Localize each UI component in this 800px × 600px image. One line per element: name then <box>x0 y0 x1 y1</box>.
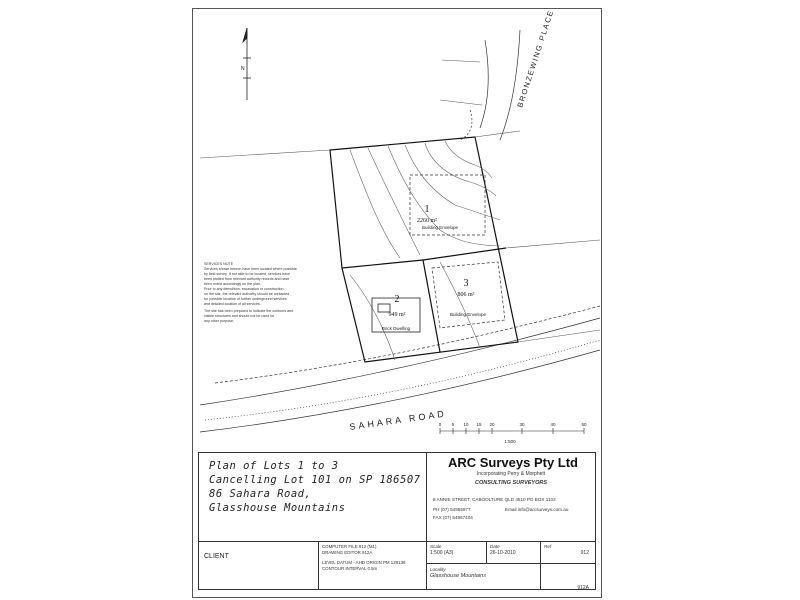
ref-value: 912 <box>580 550 589 556</box>
services-note-line: Services shown hereon have been located … <box>204 267 297 271</box>
envelope-label-lot-1: Building Envelope <box>422 225 459 230</box>
lot-2-area: 949 m² <box>389 312 406 318</box>
drawing-info-cell: COMPUTER FILE 912 (M1) DRAWING EDITOR 91… <box>319 542 427 589</box>
plan-description: Plan of Lots 1 to 3 Cancelling Lot 101 o… <box>199 453 427 541</box>
services-note: SERVICES NOTE Services shown hereon have… <box>204 262 297 323</box>
scale-bar-labels: 0 5 10 15 20 30 40 50 1:500 <box>439 422 587 444</box>
date-value: 26-10-2010 <box>490 550 516 556</box>
title-block-bottom: CLIENT COMPUTER FILE 912 (M1) DRAWING ED… <box>199 541 595 591</box>
services-note-line: by field survey. If not able to be locat… <box>204 272 290 276</box>
scale-tick: 0 <box>439 422 442 427</box>
ref-cell: Ref 912 <box>541 542 595 564</box>
scale-tick: 10 <box>463 422 469 427</box>
plan-sheet <box>192 8 602 598</box>
plan-number: 912A <box>577 585 589 591</box>
scale-tick: 50 <box>581 422 587 427</box>
building-labels: Brick Dwelling Building Envelope Buildin… <box>382 225 487 331</box>
client-label: CLIENT <box>204 553 229 560</box>
firm-role: CONSULTING SURVEYORS <box>474 480 547 486</box>
contour-lines <box>349 140 501 361</box>
scale-tick: 5 <box>452 422 455 427</box>
services-note-line: Prior to any demolition, excavation or c… <box>204 287 284 291</box>
locality-label: Locality <box>430 567 446 572</box>
neighbour-boundaries <box>199 59 601 343</box>
computer-file: COMPUTER FILE 912 (M1) <box>322 544 377 549</box>
services-note-line: been plotted from relevant authority rec… <box>204 277 289 281</box>
services-note-line: visible structures and should not be use… <box>204 314 275 318</box>
lot-1-number: 1 <box>425 204 430 215</box>
place-edges <box>459 29 521 141</box>
svg-text:N: N <box>241 66 245 72</box>
firm-block: ARC Surveys Pty Ltd Incorporating Perry … <box>427 453 595 541</box>
date-label: Date <box>490 544 500 549</box>
lot-boundaries <box>329 136 519 363</box>
scale-tick: 30 <box>519 422 525 427</box>
scale-cell: Scale 1:500 (A3) <box>427 542 487 564</box>
plan-title-line: Glasshouse Mountains <box>209 502 346 514</box>
plan-title-line: 86 Sahara Road, <box>209 488 312 500</box>
road-edges <box>199 305 601 433</box>
scale-bar <box>439 428 585 434</box>
place-name: BRONZEWING PLACE <box>515 9 555 109</box>
services-note-line: SERVICES NOTE <box>204 262 234 266</box>
scale-value: 1:500 (A3) <box>430 550 454 556</box>
locality-cell: Locality Glasshouse Mountains <box>427 564 541 589</box>
services-note-line: on the site, the relevant authority shou… <box>204 292 289 296</box>
services-note-line: any other purpose. <box>204 319 234 323</box>
firm-name: ARC Surveys Pty Ltd <box>447 455 579 470</box>
lot-3-area: 806 m² <box>458 292 475 298</box>
services-note-line: for possible location of further undergr… <box>204 297 287 301</box>
brick-dwelling-label: Brick Dwelling <box>382 326 411 331</box>
lot-2-number: 2 <box>395 294 400 305</box>
drawing-editor: DRAWING EDITOR 912A <box>322 550 373 555</box>
firm-subtitle: Incorporating Perry & Morphett <box>476 471 546 477</box>
title-block: Plan of Lots 1 to 3 Cancelling Lot 101 o… <box>198 452 596 591</box>
contour-interval: CONTOUR INTERVAL 0.5m <box>322 566 378 571</box>
firm-fax: FAX (07) 54957404 <box>433 515 473 520</box>
services-note-line: and detailed location of all services. <box>204 302 261 306</box>
plan-title-line: Cancelling Lot 101 on SP 186507 <box>209 474 421 486</box>
firm-phone: PH (07) 54955977 <box>433 507 471 512</box>
lot-labels: 1 2260 m² 2 949 m² 3 806 m² <box>389 204 475 318</box>
building-envelopes <box>409 174 506 329</box>
road-name: SAHARA ROAD <box>349 408 447 432</box>
brick-dwelling <box>371 297 421 333</box>
client-cell: CLIENT <box>199 542 319 589</box>
firm-email: Email info@arcsurveys.com.au <box>505 507 569 512</box>
level-datum: LEVEL DATUM - AHD ORIGIN PM 128138 <box>322 560 406 565</box>
lot-1-area: 2260 m² <box>417 218 437 224</box>
scale-tick: 20 <box>489 422 495 427</box>
services-note-line: been noted accordingly on the plan. <box>204 282 261 286</box>
scale-tick: 40 <box>550 422 556 427</box>
scale-tick: 15 <box>476 422 482 427</box>
firm-address: 8 ANNIE STREET, CABOOLTURE QLD 4510 PO B… <box>433 497 556 502</box>
ref-label: Ref <box>544 544 552 549</box>
envelope-label-lot-3: Building Envelope <box>450 312 487 317</box>
scale-label: Scale <box>430 544 442 549</box>
date-cell: Date 26-10-2010 <box>487 542 541 564</box>
services-note-line: The site has been prepared to indicate t… <box>204 309 293 313</box>
scale-ratio: 1:500 <box>504 439 516 444</box>
plan-number-cell: 912A <box>541 564 595 591</box>
lot-3-number: 3 <box>464 278 469 289</box>
locality-value: Glasshouse Mountains <box>430 573 486 579</box>
north-arrow-icon: N <box>241 27 251 100</box>
plan-title-line: Plan of Lots 1 to 3 <box>209 460 339 472</box>
